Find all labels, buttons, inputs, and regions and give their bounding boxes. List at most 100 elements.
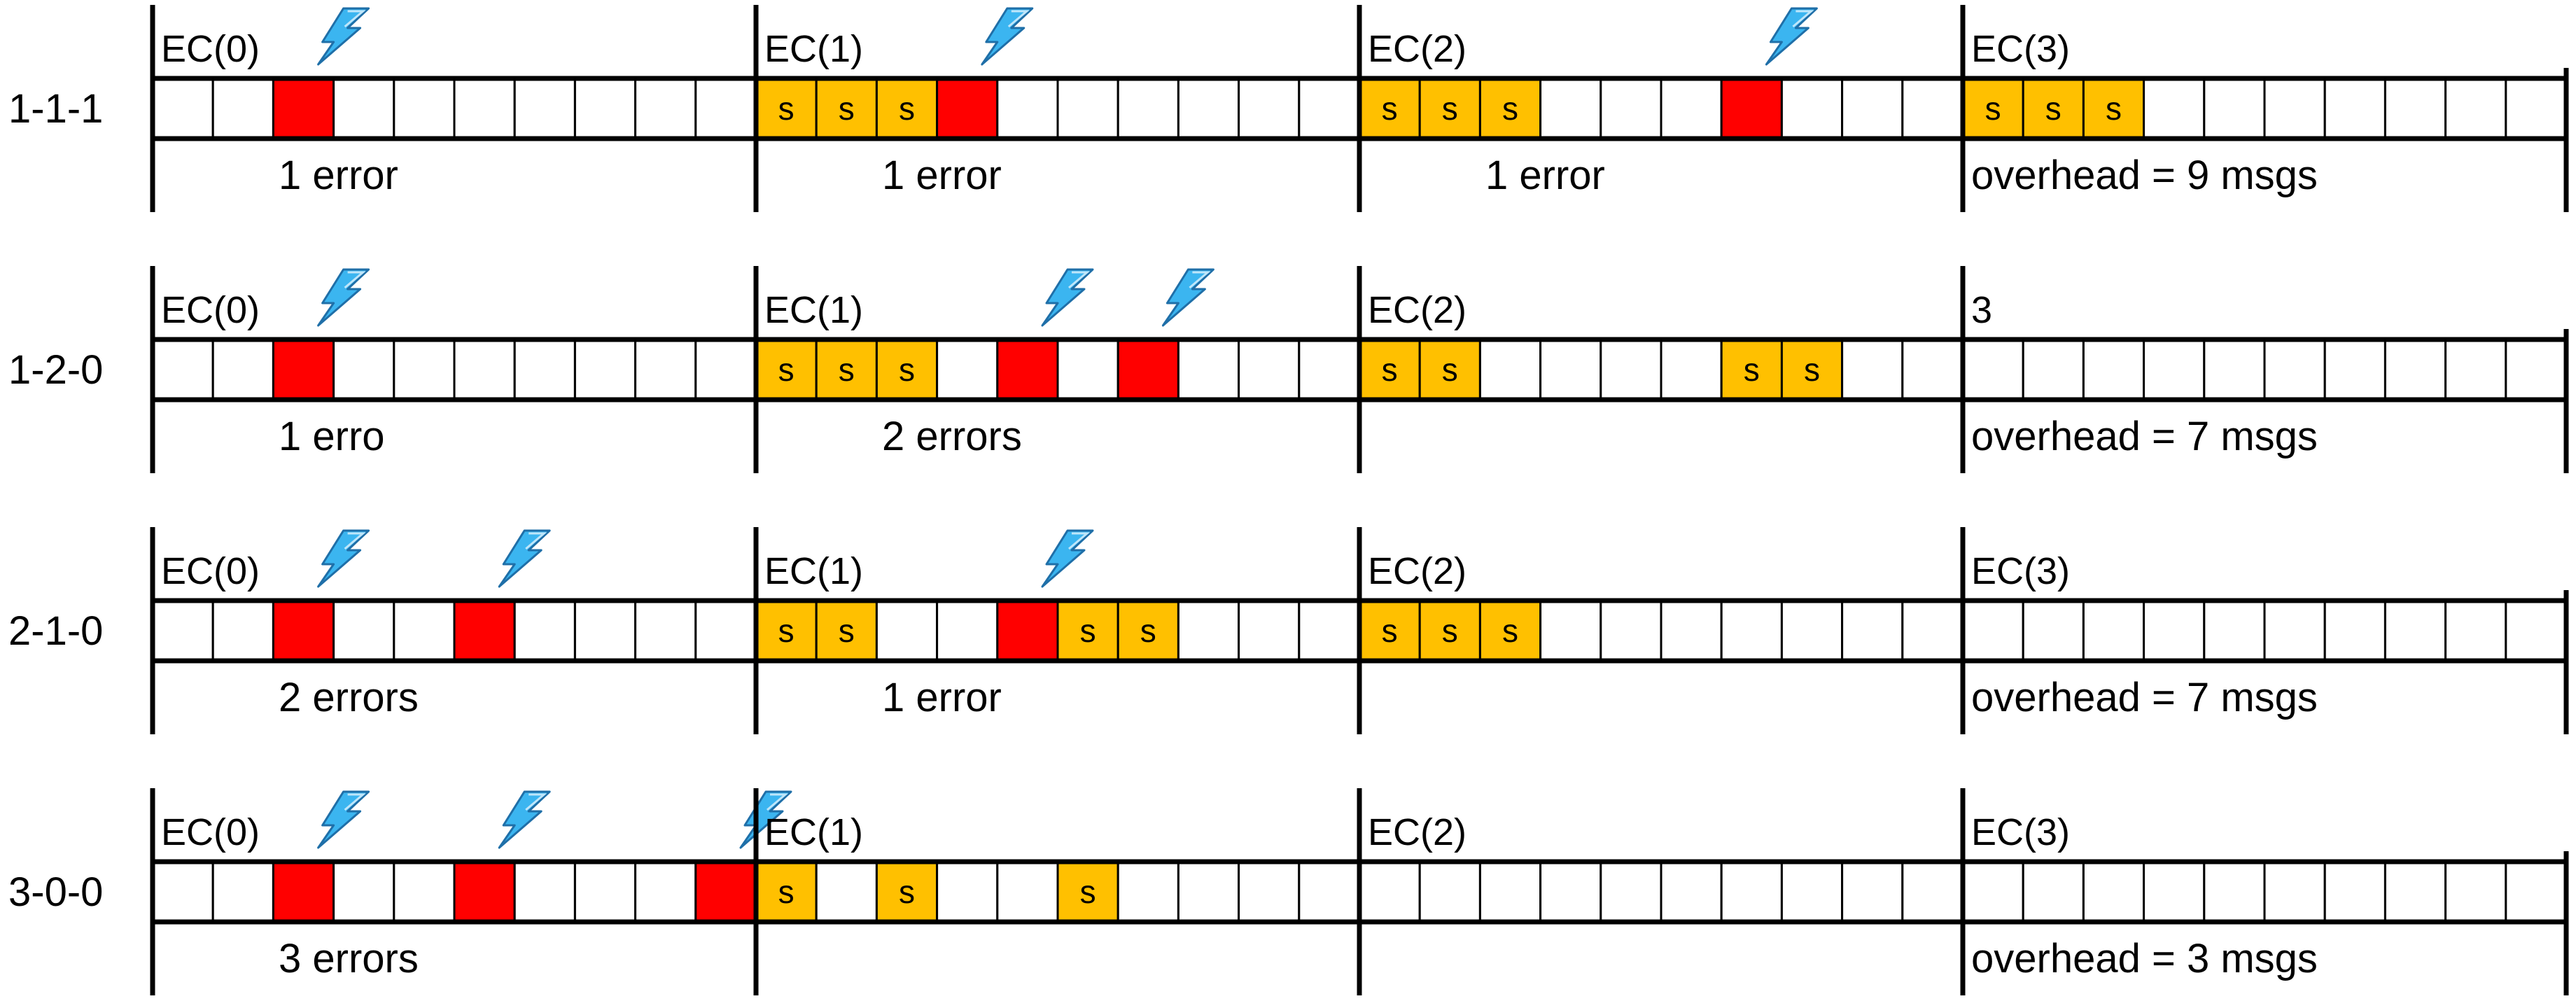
empty-slot-cell: [573, 599, 637, 662]
empty-slot-cell: [2203, 338, 2266, 401]
empty-slot-cell: [1841, 860, 1904, 923]
empty-slot-cell: [1298, 860, 1361, 923]
empty-slot-cell: [815, 860, 878, 923]
empty-slot-cell: [1660, 77, 1723, 140]
sent-label: s: [1382, 612, 1398, 649]
sent-message-cell: [815, 338, 878, 401]
sent-message-cell: [2022, 77, 2085, 140]
empty-slot-cell: [1961, 338, 2024, 401]
epoch: EC(3)overhead = 3 msgs: [1961, 811, 2568, 981]
empty-slot-cell: [2384, 338, 2447, 401]
empty-slot-cell: [1841, 599, 1904, 662]
lightning-icon: [317, 268, 370, 327]
empty-slot-cell: [1660, 860, 1723, 923]
sent-message-cell: [1056, 860, 1119, 923]
empty-slot-cell: [1841, 77, 1904, 140]
sent-label: s: [839, 351, 855, 388]
sent-label: s: [778, 351, 794, 388]
sent-message-cell: [1418, 338, 1481, 401]
epoch-note: overhead = 7 msgs: [1971, 675, 2318, 720]
empty-slot-cell: [211, 860, 274, 923]
empty-slot-cell: [573, 860, 637, 923]
empty-slot-cell: [2143, 338, 2206, 401]
empty-slot-cell: [151, 599, 214, 662]
empty-slot-cell: [1660, 599, 1723, 662]
epoch: EC(0)1 error: [151, 7, 757, 198]
row-label: 1-2-0: [8, 347, 103, 393]
epoch-note: 1 error: [1485, 153, 1605, 198]
empty-slot-cell: [1660, 338, 1723, 401]
empty-slot-cell: [2444, 860, 2507, 923]
sent-label: s: [1744, 351, 1760, 388]
epoch-label: EC(3): [1971, 811, 2070, 853]
empty-slot-cell: [1478, 860, 1542, 923]
empty-slot-cell: [2082, 599, 2146, 662]
empty-slot-cell: [1901, 338, 1964, 401]
sent-label: s: [1080, 874, 1096, 910]
empty-slot-cell: [2505, 860, 2568, 923]
empty-slot-cell: [332, 77, 396, 140]
sent-label: s: [778, 90, 794, 127]
sent-label: s: [1985, 90, 2001, 127]
empty-slot-cell: [513, 860, 576, 923]
empty-slot-cell: [1056, 338, 1119, 401]
epoch: EC(0)3 errors: [151, 790, 792, 981]
row-label: 3-0-0: [8, 869, 103, 915]
empty-slot-cell: [1116, 77, 1180, 140]
sent-label: s: [1382, 90, 1398, 127]
epoch: EC(3) overhead = 7 msgs: [1961, 550, 2568, 720]
epoch-note: 3 errors: [279, 936, 419, 981]
empty-slot-cell: [634, 338, 697, 401]
empty-slot-cell: [2203, 599, 2266, 662]
empty-slot-cell: [332, 860, 396, 923]
epoch-label: EC(3): [1971, 550, 2070, 592]
row-label: 1-1-1: [8, 86, 103, 132]
lightning-icon: [317, 790, 370, 849]
empty-slot-cell: [996, 77, 1059, 140]
empty-slot-cell: [1177, 338, 1240, 401]
sent-label: s: [1442, 351, 1458, 388]
empty-slot-cell: [1841, 338, 1904, 401]
empty-slot-cell: [1600, 860, 1662, 923]
epoch-label: EC(1): [764, 289, 863, 331]
empty-slot-cell: [1600, 338, 1662, 401]
empty-slot-cell: [2444, 599, 2507, 662]
empty-slot-cell: [1720, 599, 1783, 662]
lightning-icon: [981, 7, 1034, 66]
sent-label: s: [2045, 90, 2062, 127]
empty-slot-cell: [2143, 599, 2206, 662]
empty-slot-cell: [2323, 338, 2386, 401]
sent-label: s: [1080, 612, 1096, 649]
empty-slot-cell: [1901, 77, 1964, 140]
empty-slot-cell: [2022, 860, 2085, 923]
epoch-label: EC(1): [764, 28, 863, 70]
sent-label: s: [2106, 90, 2122, 127]
epoch-note: overhead = 9 msgs: [1971, 153, 2318, 198]
sent-label: s: [1804, 351, 1820, 388]
empty-slot-cell: [875, 599, 939, 662]
error-message-cell: [272, 338, 335, 401]
empty-slot-cell: [1238, 860, 1301, 923]
epoch-label: EC(2): [1368, 811, 1466, 853]
empty-slot-cell: [211, 77, 274, 140]
empty-slot-cell: [393, 599, 456, 662]
empty-slot-cell: [2505, 338, 2568, 401]
empty-slot-cell: [1298, 599, 1361, 662]
epoch-label: EC(1): [764, 811, 863, 853]
empty-slot-cell: [2384, 860, 2447, 923]
lightning-icon: [317, 7, 370, 66]
empty-slot-cell: [332, 599, 396, 662]
sent-message-cell: [1780, 338, 1844, 401]
empty-slot-cell: [1961, 860, 2024, 923]
empty-slot-cell: [573, 77, 637, 140]
epoch: EC(0)1 erro: [151, 268, 757, 459]
epoch-label: 3: [1971, 289, 1992, 331]
empty-slot-cell: [1539, 338, 1602, 401]
empty-slot-cell: [151, 338, 214, 401]
